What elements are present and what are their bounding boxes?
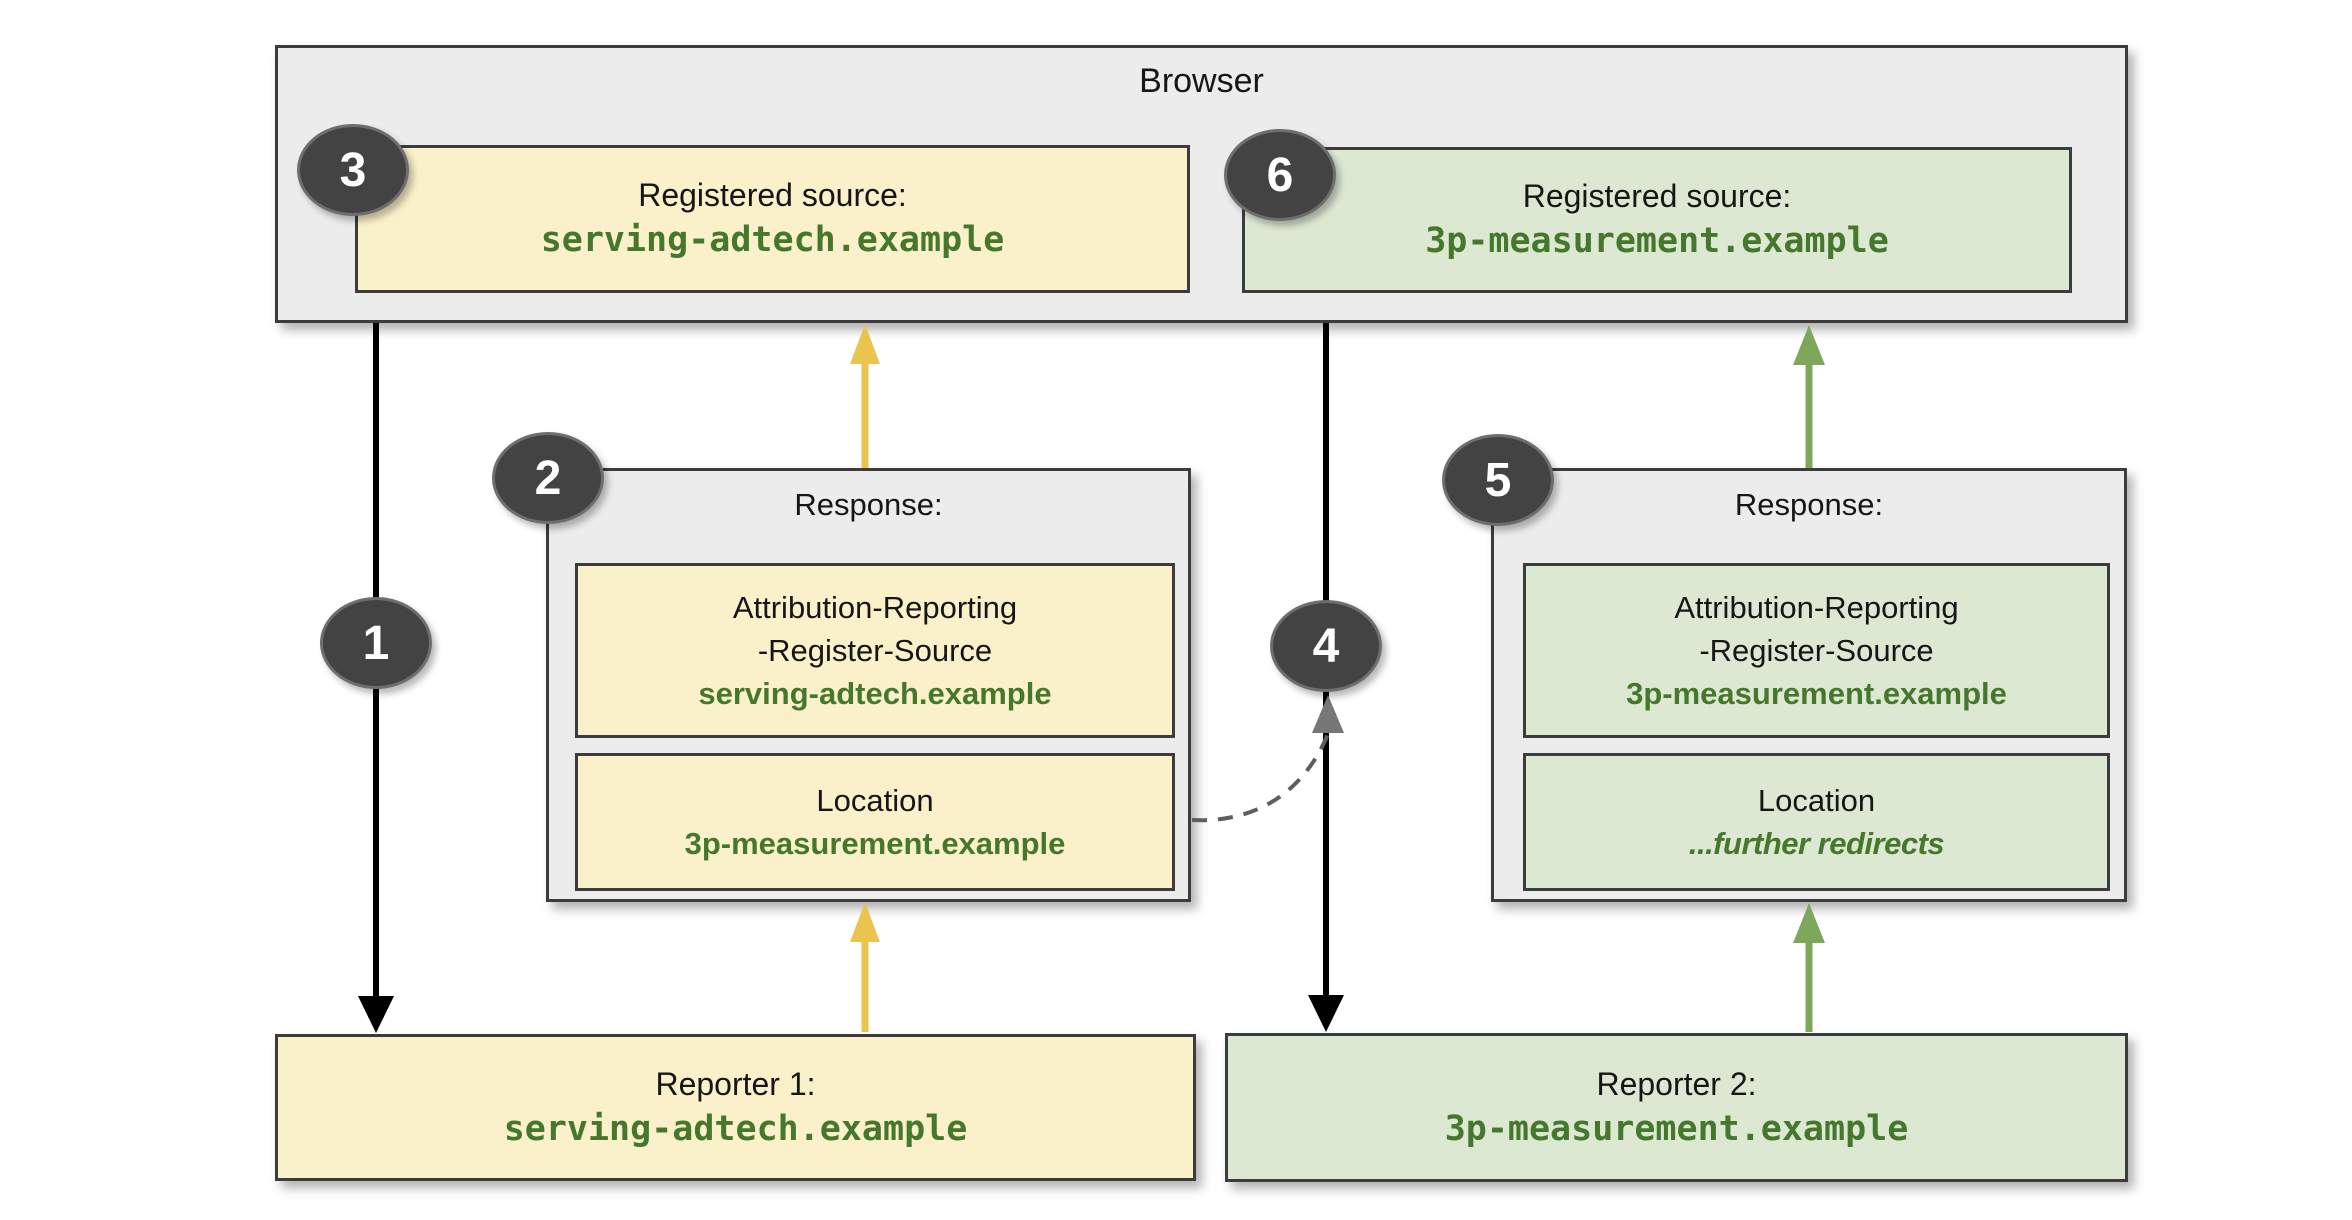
header-domain: 3p-measurement.example [684, 826, 1066, 861]
location-header-card: Location 3p-measurement.example [575, 753, 1175, 891]
registered-source-domain: 3p-measurement.example [1425, 221, 1889, 261]
step-badge-1: 1 [320, 597, 432, 689]
register-source-header-card: Attribution-Reporting -Register-Source 3… [1523, 563, 2110, 738]
response-title: Response: [1734, 487, 1884, 522]
header-domain: serving-adtech.example [698, 676, 1052, 711]
reporter-label: Reporter 2: [1596, 1065, 1757, 1102]
location-header-card: Location ...further redirects [1523, 753, 2110, 891]
step-number: 1 [362, 616, 390, 670]
step-badge-6: 6 [1224, 129, 1336, 221]
response-box-2: Response: Attribution-Reporting -Registe… [1491, 468, 2127, 902]
reporter-2-card: Reporter 2: 3p-measurement.example [1225, 1033, 2128, 1182]
response-box-1: Response: Attribution-Reporting -Registe… [546, 468, 1191, 902]
registered-source-domain: serving-adtech.example [540, 220, 1005, 260]
step-number: 3 [339, 143, 367, 197]
registered-source-label: Registered source: [638, 177, 907, 213]
reporter-domain: 3p-measurement.example [1444, 1108, 1909, 1149]
registered-source-label: Registered source: [1522, 178, 1792, 214]
header-name-line1: Attribution-Reporting [1674, 590, 1959, 625]
header-name-line2: -Register-Source [757, 633, 993, 668]
registered-source-card-serving-adtech: Registered source: serving-adtech.exampl… [355, 145, 1190, 293]
browser-title: Browser [1139, 62, 1264, 100]
arrow-reporter2-to-response2 [1793, 903, 1825, 1032]
arrow-reporter1-to-response1 [850, 902, 880, 1032]
step-badge-2: 2 [492, 432, 604, 524]
header-name-line1: Attribution-Reporting [732, 590, 1018, 625]
step-number: 5 [1484, 453, 1512, 507]
arrow-response1-to-browser [850, 324, 880, 468]
arrow-response2-to-browser [1793, 325, 1825, 468]
step-badge-3: 3 [297, 124, 409, 216]
step-badge-5: 5 [1442, 434, 1554, 526]
registered-source-card-3p-measurement: Registered source: 3p-measurement.exampl… [1242, 147, 2072, 293]
reporter-domain: serving-adtech.example [503, 1108, 968, 1149]
header-domain: 3p-measurement.example [1626, 676, 2007, 711]
step-number: 2 [534, 451, 562, 505]
reporter-label: Reporter 1: [655, 1065, 816, 1102]
step-number: 6 [1266, 148, 1294, 202]
arrow-location-redirect-dashed [1191, 695, 1344, 823]
header-name: Location [816, 783, 934, 818]
step-badge-4: 4 [1270, 600, 1382, 692]
further-redirects-note: ...further redirects [1688, 826, 1945, 861]
header-name: Location [1757, 783, 1876, 818]
step-number: 4 [1312, 619, 1340, 673]
response-title: Response: [794, 487, 943, 522]
register-source-header-card: Attribution-Reporting -Register-Source s… [575, 563, 1175, 738]
reporter-1-card: Reporter 1: serving-adtech.example [275, 1034, 1196, 1181]
header-name-line2: -Register-Source [1699, 633, 1934, 668]
